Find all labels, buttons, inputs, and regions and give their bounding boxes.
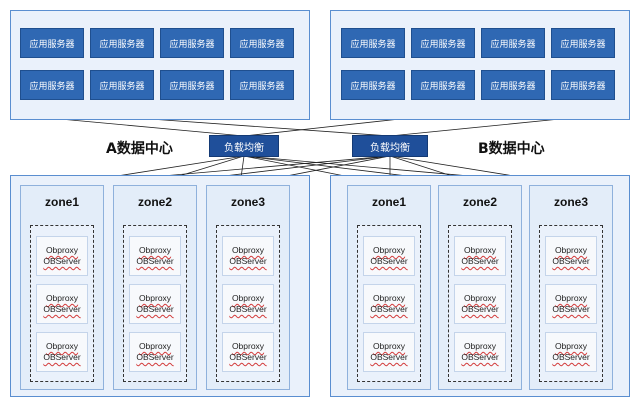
observer-label: OBServer: [461, 352, 499, 362]
observer-label: OBServer: [552, 256, 590, 266]
obproxy-label: Obproxy: [554, 341, 588, 351]
observer-label: OBServer: [229, 256, 267, 266]
obproxy-label: Obproxy: [231, 293, 265, 303]
app-server-box: 应用服务器: [481, 28, 545, 58]
observer-label: OBServer: [43, 304, 81, 314]
app-server-box: 应用服务器: [90, 28, 154, 58]
obproxy-label: Obproxy: [138, 293, 172, 303]
load-balancer-b: 负载均衡: [352, 135, 428, 157]
observer-label: OBServer: [136, 304, 174, 314]
zone-title: zone1: [371, 195, 406, 209]
app-server-box: 应用服务器: [230, 28, 294, 58]
zone-title: zone3: [553, 195, 588, 209]
obproxy-label: Obproxy: [45, 245, 79, 255]
zone-title: zone1: [44, 195, 79, 209]
app-server-panel-a: [10, 10, 310, 120]
app-server-box: 应用服务器: [341, 70, 405, 100]
observer-label: OBServer: [136, 256, 174, 266]
app-server-box: 应用服务器: [160, 70, 224, 100]
app-server-box: 应用服务器: [411, 28, 475, 58]
app-server-box: 应用服务器: [90, 70, 154, 100]
obproxy-label: Obproxy: [463, 341, 497, 351]
obproxy-label: Obproxy: [372, 293, 406, 303]
observer-label: OBServer: [370, 352, 408, 362]
observer-label: OBServer: [43, 352, 81, 362]
app-server-box: 应用服务器: [411, 70, 475, 100]
obproxy-label: Obproxy: [231, 341, 265, 351]
datacenter-a-label: A数据中心: [106, 141, 173, 157]
app-server-box: 应用服务器: [160, 28, 224, 58]
app-server-box: 应用服务器: [551, 28, 615, 58]
app-server-box: 应用服务器: [551, 70, 615, 100]
obproxy-label: Obproxy: [554, 293, 588, 303]
load-balancer-a: 负载均衡: [209, 135, 279, 157]
app-server-box: 应用服务器: [341, 28, 405, 58]
app-server-box: 应用服务器: [20, 28, 84, 58]
obproxy-label: Obproxy: [45, 293, 79, 303]
observer-label: OBServer: [461, 256, 499, 266]
obproxy-label: Obproxy: [138, 245, 172, 255]
observer-label: OBServer: [370, 256, 408, 266]
observer-label: OBServer: [136, 352, 174, 362]
obproxy-label: Obproxy: [231, 245, 265, 255]
app-server-box: 应用服务器: [481, 70, 545, 100]
observer-label: OBServer: [552, 352, 590, 362]
zone-title: zone2: [462, 195, 497, 209]
obproxy-label: Obproxy: [372, 245, 406, 255]
obproxy-label: Obproxy: [463, 293, 497, 303]
app-server-box: 应用服务器: [230, 70, 294, 100]
zone-title: zone3: [230, 195, 265, 209]
observer-label: OBServer: [370, 304, 408, 314]
obproxy-label: Obproxy: [45, 341, 79, 351]
zone-title: zone2: [137, 195, 172, 209]
observer-label: OBServer: [43, 256, 81, 266]
datacenter-b-label: B数据中心: [478, 141, 545, 157]
app-server-panel-b: [330, 10, 630, 120]
observer-label: OBServer: [461, 304, 499, 314]
observer-label: OBServer: [229, 352, 267, 362]
observer-label: OBServer: [229, 304, 267, 314]
observer-label: OBServer: [552, 304, 590, 314]
obproxy-label: Obproxy: [138, 341, 172, 351]
obproxy-label: Obproxy: [463, 245, 497, 255]
obproxy-label: Obproxy: [372, 341, 406, 351]
app-server-box: 应用服务器: [20, 70, 84, 100]
obproxy-label: Obproxy: [554, 245, 588, 255]
